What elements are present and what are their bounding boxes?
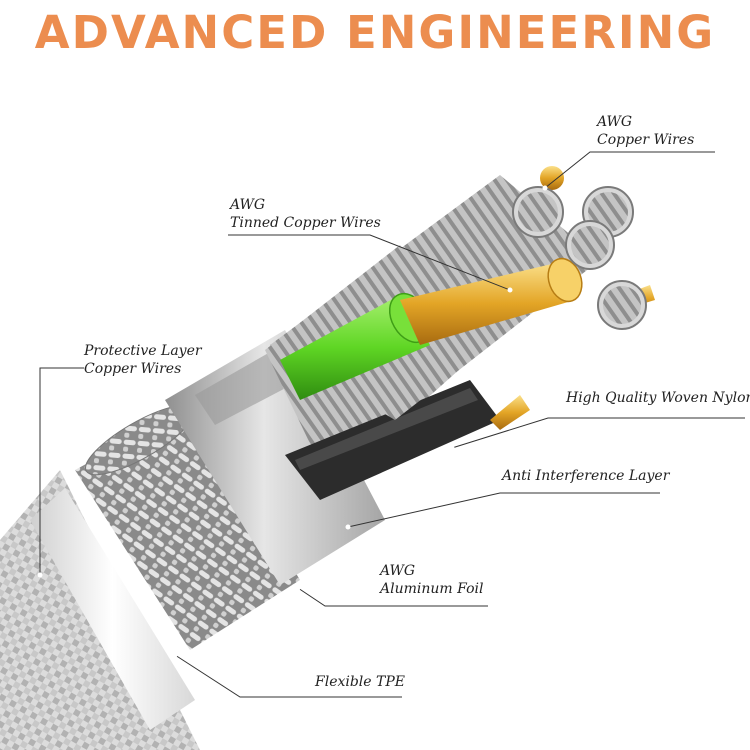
- label-tinned-copper-line1: AWG: [230, 197, 266, 213]
- tpe-jacket: [30, 488, 195, 730]
- label-tinned-copper-line2: Tinned Copper Wires: [230, 215, 381, 231]
- leader-tinned-copper: [228, 234, 511, 291]
- label-tinned-copper-wires: AWG Tinned Copper Wires: [230, 196, 381, 232]
- leader-copper-wires: [544, 151, 715, 189]
- label-woven-nylon: High Quality Woven Nylon: [566, 389, 750, 407]
- page-title: ADVANCED ENGINEERING: [34, 6, 716, 59]
- leader-anti-interference: [347, 492, 660, 528]
- label-anti-interference: Anti Interference Layer: [502, 467, 669, 485]
- label-anti-interference-line1: Anti Interference Layer: [502, 468, 670, 484]
- leader-woven-nylon: [451, 417, 745, 449]
- label-copper-wires-line1: AWG: [597, 114, 633, 130]
- label-copper-wires-line2: Copper Wires: [597, 132, 695, 148]
- label-aluminum-foil: AWG Aluminum Foil: [380, 562, 483, 598]
- label-protective-layer-line2: Copper Wires: [84, 361, 182, 377]
- leader-aluminum-foil: [297, 587, 488, 607]
- label-woven-nylon-line1: High Quality Woven Nylon: [566, 390, 750, 406]
- label-flexible-tpe-line1: Flexible TPE: [315, 674, 406, 690]
- label-aluminum-foil-line2: Aluminum Foil: [380, 581, 484, 597]
- label-flexible-tpe: Flexible TPE: [315, 673, 405, 691]
- leader-flexible-tpe: [174, 654, 402, 698]
- leader-lines: [37, 151, 745, 698]
- label-copper-wires: AWG Copper Wires: [597, 113, 694, 149]
- label-aluminum-foil-line1: AWG: [380, 563, 416, 579]
- label-protective-layer: Protective Layer Copper Wires: [84, 342, 202, 378]
- leader-protective-layer: [39, 367, 84, 575]
- label-protective-layer-line1: Protective Layer: [84, 343, 202, 359]
- black-conductor: [285, 380, 500, 500]
- copper-wire-bundles: [512, 166, 647, 330]
